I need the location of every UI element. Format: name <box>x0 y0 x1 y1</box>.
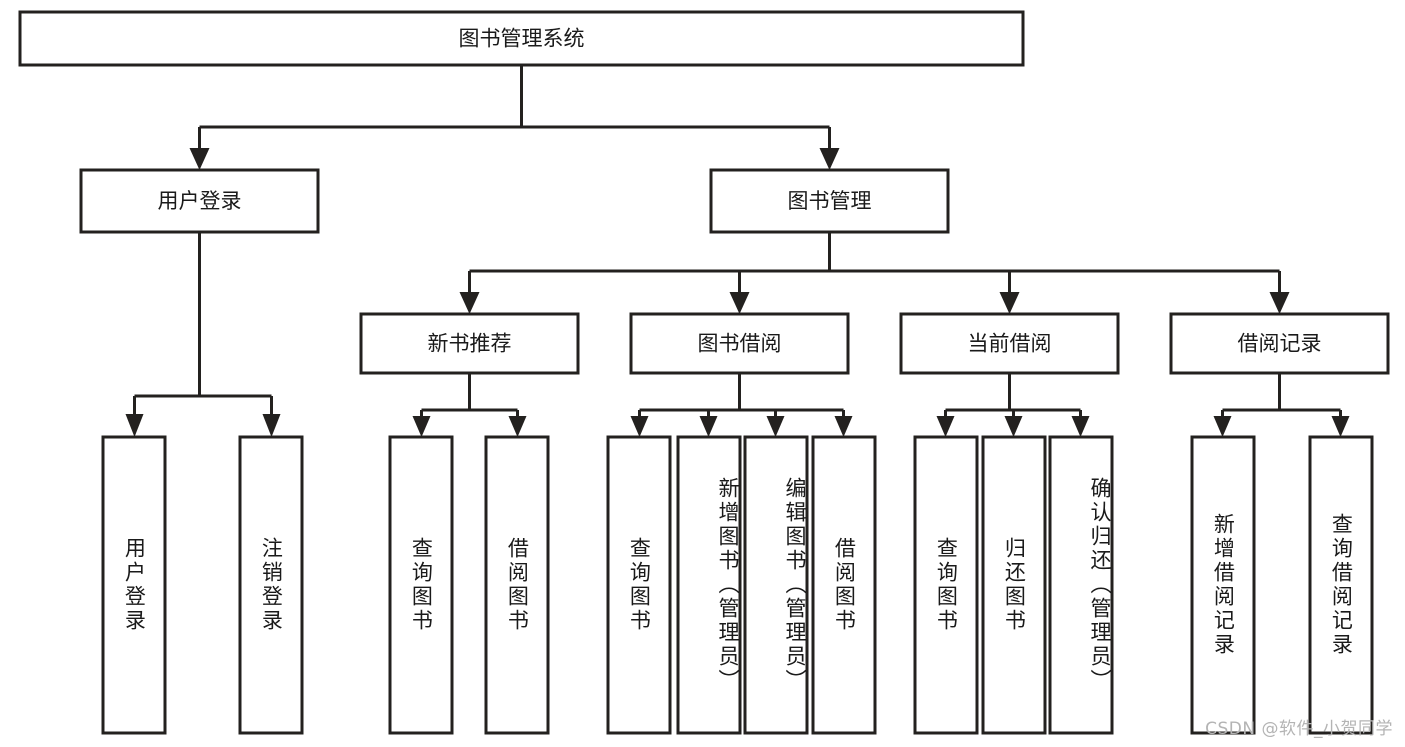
node-borrow-record-box[interactable] <box>1169 312 1390 375</box>
node-leaf-query-book-3-box[interactable] <box>913 435 979 735</box>
node-user-login-box[interactable] <box>79 168 320 234</box>
node-current-borrow-label: 当前借阅 <box>968 332 1052 356</box>
node-leaf-borrow-book-1-box[interactable] <box>484 435 550 735</box>
arrow-head-leaf-borrow-1 <box>508 416 527 437</box>
node-leaf-add-book-label: 新增图书（管理员） <box>716 477 740 693</box>
arrow-head-leaf-logout <box>262 414 281 437</box>
arrow-head-leaf-query-2 <box>630 416 649 437</box>
arrow-head-leaf-query-3 <box>936 416 955 437</box>
arrow-head-leaf-edit-book <box>766 416 785 437</box>
node-leaf-query-book-3-label: 查询图书 <box>934 537 959 633</box>
node-leaf-edit-book-label: 编辑图书（管理员） <box>783 477 807 693</box>
node-leaf-borrow-book-1-label: 借阅图书 <box>505 537 530 633</box>
node-book-borrow-box[interactable] <box>629 312 850 375</box>
arrow-head-borrow-record <box>1269 292 1290 314</box>
connector-group-new-book-leaves <box>412 373 527 437</box>
node-leaf-user-login-label: 用户登录 <box>122 537 147 633</box>
node-root-box[interactable] <box>18 10 1025 67</box>
arrow-head-current-borrow <box>999 292 1020 314</box>
arrow-head-new-book <box>459 292 480 314</box>
node-borrow-record-label: 借阅记录 <box>1238 332 1322 356</box>
node-root-label: 图书管理系统 <box>459 27 585 51</box>
arrow-head-leaf-add-book <box>699 416 718 437</box>
node-leaf-add-record-label: 新增借阅记录 <box>1211 513 1236 657</box>
arrow-head-leaf-return-book <box>1004 416 1023 437</box>
node-leaf-query-book-1-label: 查询图书 <box>409 537 434 633</box>
node-leaf-user-login-box[interactable] <box>101 435 167 735</box>
node-book-manage-label: 图书管理 <box>788 189 872 213</box>
connector-group-borrow-record-leaves <box>1213 373 1350 437</box>
node-leaf-return-book-box[interactable] <box>981 435 1047 735</box>
connector-group-book-borrow-leaves <box>630 373 853 437</box>
node-leaf-confirm-return-box[interactable] <box>1048 435 1114 735</box>
node-leaf-logout-box[interactable] <box>238 435 304 735</box>
connector-group-user-login-leaves <box>125 232 281 437</box>
node-leaf-logout-label: 注销登录 <box>259 537 284 633</box>
node-leaf-query-book-2-label: 查询图书 <box>627 537 652 633</box>
node-book-manage-box[interactable] <box>709 168 950 234</box>
node-current-borrow-box[interactable] <box>899 312 1120 375</box>
arrow-head-leaf-query-1 <box>412 416 431 437</box>
node-book-borrow-label: 图书借阅 <box>698 332 782 356</box>
arrow-head-leaf-borrow-2 <box>834 416 853 437</box>
node-new-book-recommend-box[interactable] <box>359 312 580 375</box>
arrow-head-book-borrow <box>729 292 750 314</box>
node-leaf-add-record-box[interactable] <box>1190 435 1256 735</box>
node-leaf-query-record-box[interactable] <box>1308 435 1374 735</box>
arrow-head-leaf-add-record <box>1213 416 1232 437</box>
connector-group-current-borrow-leaves <box>936 373 1090 437</box>
node-leaf-borrow-book-2-box[interactable] <box>811 435 877 735</box>
node-leaf-query-book-2-box[interactable] <box>606 435 672 735</box>
node-leaf-query-record-label: 查询借阅记录 <box>1329 513 1354 657</box>
node-new-book-recommend-label: 新书推荐 <box>428 332 512 356</box>
node-leaf-query-book-1-box[interactable] <box>388 435 454 735</box>
arrow-head-leaf-user-login <box>125 414 144 437</box>
connector-group-root-to-level2 <box>189 65 840 170</box>
node-leaf-borrow-book-2-label: 借阅图书 <box>832 537 857 633</box>
node-leaf-edit-book-box[interactable] <box>743 435 809 735</box>
connector-group-book-manage-to-level3 <box>459 232 1290 314</box>
node-user-login-label: 用户登录 <box>158 189 242 213</box>
arrow-head-leaf-confirm-return <box>1071 416 1090 437</box>
arrow-head-leaf-query-record <box>1331 416 1350 437</box>
watermark-text: CSDN @软件_小贺同学 <box>1205 719 1393 739</box>
node-leaf-return-book-label: 归还图书 <box>1002 537 1027 633</box>
arrow-head-user-login <box>189 148 210 170</box>
node-leaf-add-book-box[interactable] <box>676 435 742 735</box>
node-leaf-confirm-return-label: 确认归还（管理员） <box>1088 477 1112 693</box>
arrow-head-book-manage <box>819 148 840 170</box>
